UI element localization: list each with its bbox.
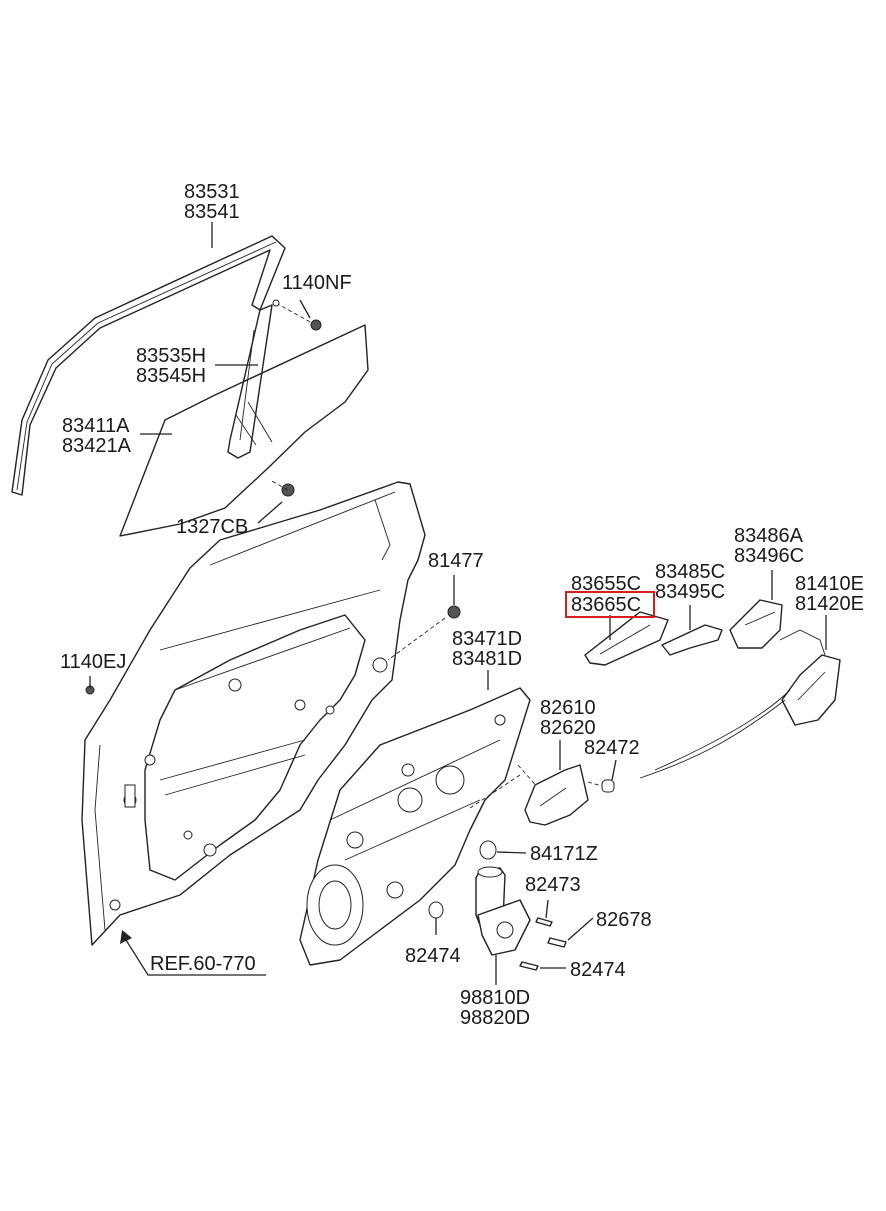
label-83486a: 83486A 83496C [734,525,804,567]
label-1140ej: 1140EJ [60,651,126,673]
label-82474-left: 82474 [405,945,461,967]
part-number-highlighted[interactable]: 83665C [571,594,641,616]
rear-channel[interactable] [227,304,273,459]
part-number: 98820D [460,1007,530,1029]
grommet-84171z-icon [479,840,497,860]
release-cable [654,689,791,771]
part-number: 82472 [584,737,640,759]
panel-handle-leader [469,774,521,809]
part-number: 1327CB [176,516,248,538]
label-82474-right: 82474 [570,959,626,981]
bolt-81477-icon [447,605,461,619]
ref-arrow-icon [120,930,266,976]
part-number: 83421A [62,435,132,457]
screw-82678-icon [547,937,567,948]
screw-82473-icon [535,917,553,927]
door-glass[interactable] [119,324,369,537]
part-number: 83531 [184,181,240,203]
label-83535h: 83535H 83545H [136,345,206,387]
part-number: 81477 [428,550,484,572]
label-83655c: 83655C 83665C [565,573,655,618]
part-number: 82620 [540,717,596,739]
label-83471d: 83471D 83481D [452,628,522,670]
part-number: 98810D [460,987,530,1009]
part-number: 81410E [795,573,864,595]
label-1327cb: 1327CB [176,516,248,538]
label-82472: 82472 [584,737,640,759]
release-cable-2 [639,699,786,779]
part-number: 82474 [570,959,626,981]
bolt-1327cb-icon [269,479,295,497]
part-number: 81420E [795,593,864,615]
screw-1140nf-icon [272,299,322,331]
part-number: 82678 [596,909,652,931]
part-number: 83541 [184,201,240,223]
inside-handle[interactable] [524,764,589,826]
part-number: 83481D [452,648,522,670]
highlight-box [565,591,655,618]
part-number: 83495C [655,581,725,603]
bolt-81477-leader [387,617,446,661]
grommet-82474-icon [428,901,444,919]
part-number: 83485C [655,561,725,583]
part-number: 83545H [136,365,206,387]
part-number: 1140NF [282,272,352,294]
label-83411a: 83411A 83421A [62,415,132,457]
part-number: 83535H [136,345,206,367]
part-number: 1140EJ [60,651,126,673]
leader-lines [89,222,827,985]
part-number: 84171Z [530,843,598,865]
door-frame[interactable] [81,481,426,946]
cable-assembly[interactable] [584,611,669,666]
part-number: 83655C [571,573,641,595]
screw-82474-icon [519,961,539,971]
label-84171z: 84171Z [530,843,598,865]
part-number: 82474 [405,945,461,967]
window-motor[interactable] [475,866,531,956]
part-number: 83411A [62,415,130,437]
part-number: 82610 [540,697,596,719]
label-81410e: 81410E 81420E [795,573,864,615]
module-panel[interactable] [299,687,531,966]
label-83485c: 83485C 83495C [655,561,725,603]
label-81477: 81477 [428,550,484,572]
label-1140nf: 1140NF [282,272,352,294]
label-82473: 82473 [525,874,581,896]
label-98810d: 98810D 98820D [460,987,530,1029]
lever-arm[interactable] [661,624,723,656]
glass-run-channel[interactable] [11,235,286,496]
cap-82472-icon [587,779,615,793]
latch-assembly[interactable] [779,629,841,726]
label-83531: 83531 83541 [184,181,240,223]
label-82610: 82610 82620 [540,697,596,739]
part-number: 83471D [452,628,522,650]
label-82678: 82678 [596,909,652,931]
part-number: 82473 [525,874,581,896]
reference-label: REF.60-770 [150,953,256,975]
panel-handle-leader-2 [517,764,541,791]
bracket[interactable] [729,599,783,649]
part-number: 83486A [734,525,804,547]
part-number: 83496C [734,545,804,567]
